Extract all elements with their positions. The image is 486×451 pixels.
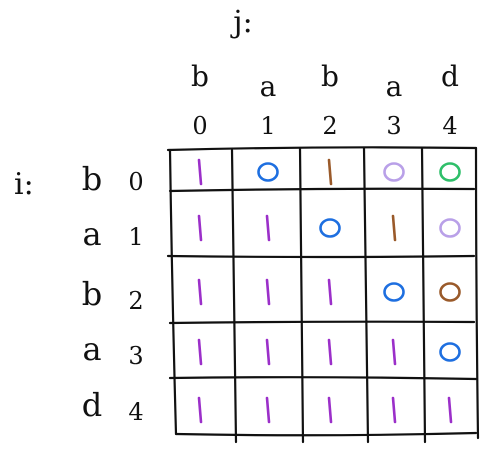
table-cell-0-0 bbox=[197, 158, 203, 186]
zero-mark bbox=[383, 282, 405, 302]
one-mark bbox=[197, 338, 203, 366]
zero-mark bbox=[257, 162, 279, 182]
grid-line-h5 bbox=[174, 431, 478, 437]
table-cell-3-3 bbox=[391, 338, 397, 366]
grid-line-h3 bbox=[168, 320, 476, 325]
grid-line-v5 bbox=[474, 146, 480, 440]
one-mark bbox=[197, 158, 203, 186]
table-cell-1-0 bbox=[197, 214, 203, 242]
column-index-3: 3 bbox=[386, 112, 401, 140]
grid-line-h4 bbox=[168, 376, 478, 381]
zero-mark bbox=[439, 282, 461, 302]
table-cell-2-0 bbox=[197, 278, 203, 306]
one-mark bbox=[197, 214, 203, 242]
table-cell-2-2 bbox=[327, 278, 333, 306]
zero-mark bbox=[383, 162, 405, 182]
one-mark bbox=[327, 396, 333, 424]
row-index-3: 3 bbox=[128, 342, 143, 370]
zero-mark bbox=[439, 218, 461, 238]
row-char-2: b bbox=[82, 275, 102, 313]
table-cell-4-1 bbox=[265, 396, 271, 424]
grid-line-v1 bbox=[230, 148, 238, 444]
column-index-2: 2 bbox=[322, 112, 337, 140]
row-char-3: a bbox=[82, 330, 101, 368]
row-index-0: 0 bbox=[128, 168, 143, 196]
column-index-4: 4 bbox=[442, 112, 457, 140]
table-cell-0-3 bbox=[383, 162, 405, 182]
table-cell-3-2 bbox=[327, 338, 333, 366]
grid-line-v0 bbox=[168, 148, 178, 436]
row-char-1: a bbox=[82, 215, 101, 253]
table-cell-3-0 bbox=[197, 338, 203, 366]
row-index-2: 2 bbox=[128, 287, 143, 315]
one-mark bbox=[391, 338, 397, 366]
j-axis-label: j: bbox=[230, 5, 252, 40]
row-char-0: b bbox=[82, 160, 102, 198]
row-char-4: d bbox=[82, 386, 102, 424]
column-indices: 0 1 2 3 4 bbox=[192, 112, 457, 140]
table-cell-1-2 bbox=[319, 218, 341, 238]
table-cell-0-4 bbox=[439, 162, 461, 182]
column-index-1: 1 bbox=[260, 112, 275, 140]
one-mark bbox=[265, 278, 271, 306]
one-mark bbox=[447, 396, 453, 424]
column-char-3: a bbox=[386, 70, 403, 103]
table-cells bbox=[197, 158, 461, 424]
grid-line-h0 bbox=[166, 146, 478, 152]
zero-mark bbox=[319, 218, 341, 238]
table-cell-4-2 bbox=[327, 396, 333, 424]
table-cell-2-3 bbox=[383, 282, 405, 302]
table-cell-1-4 bbox=[439, 218, 461, 238]
table-cell-4-0 bbox=[197, 396, 203, 424]
table-cell-1-1 bbox=[265, 214, 271, 242]
one-mark bbox=[327, 278, 333, 306]
column-char-2: b bbox=[321, 60, 339, 93]
column-char-4: d bbox=[441, 60, 459, 93]
table-cell-2-4 bbox=[439, 282, 461, 302]
one-mark bbox=[391, 396, 397, 424]
grid-line-v4 bbox=[420, 146, 427, 444]
grid-line-v3 bbox=[362, 146, 370, 444]
zero-mark bbox=[439, 342, 461, 362]
one-mark bbox=[327, 158, 333, 186]
table-cell-0-1 bbox=[257, 162, 279, 182]
column-index-0: 0 bbox=[192, 112, 207, 140]
table-grid bbox=[166, 146, 480, 444]
table-cell-4-4 bbox=[447, 396, 453, 424]
one-mark bbox=[265, 338, 271, 366]
one-mark bbox=[327, 338, 333, 366]
one-mark bbox=[265, 396, 271, 424]
grid-line-h1 bbox=[168, 187, 476, 193]
table-cell-4-3 bbox=[391, 396, 397, 424]
table-cell-3-1 bbox=[265, 338, 271, 366]
row-index-4: 4 bbox=[128, 398, 143, 426]
table-cell-0-2 bbox=[327, 158, 333, 186]
one-mark bbox=[391, 214, 397, 242]
row-index-1: 1 bbox=[128, 223, 143, 251]
grid-line-v2 bbox=[298, 146, 305, 444]
column-char-0: b bbox=[191, 60, 209, 93]
grid-line-h2 bbox=[166, 254, 476, 259]
table-cell-3-4 bbox=[439, 342, 461, 362]
table-cell-2-1 bbox=[265, 278, 271, 306]
row-indices: 0 1 2 3 4 bbox=[128, 168, 143, 426]
zero-mark bbox=[439, 162, 461, 182]
one-mark bbox=[265, 214, 271, 242]
table-cell-1-3 bbox=[391, 214, 397, 242]
i-axis-label: i: bbox=[14, 167, 34, 202]
one-mark bbox=[197, 278, 203, 306]
one-mark bbox=[197, 396, 203, 424]
column-char-1: a bbox=[260, 70, 277, 103]
